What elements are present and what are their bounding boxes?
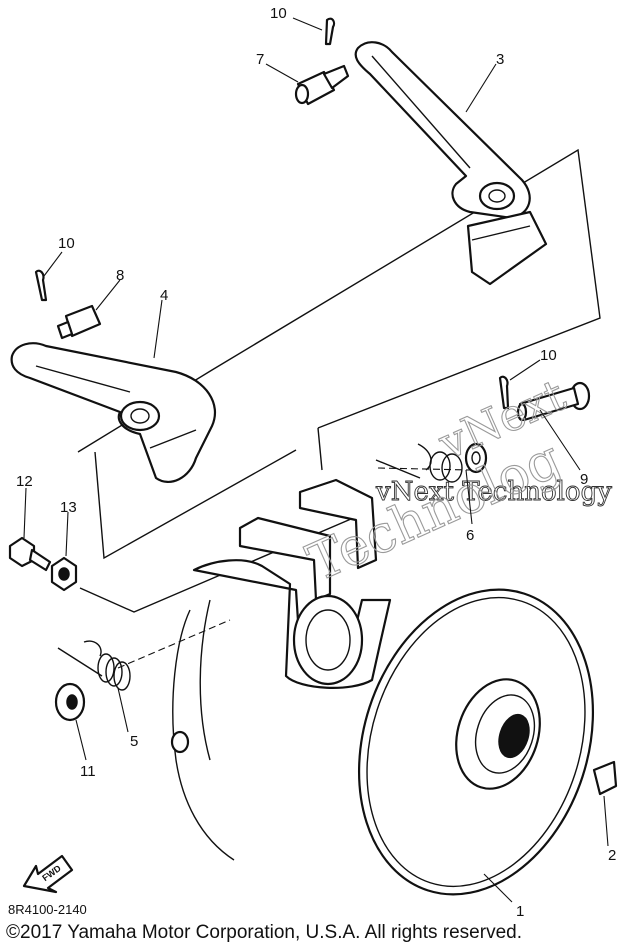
part-3-arm <box>354 41 548 286</box>
callout-10: 10 <box>540 347 557 364</box>
part-8-pin <box>56 304 102 340</box>
callout-10: 10 <box>270 5 287 22</box>
callout-11: 11 <box>80 763 96 780</box>
callout-10: 10 <box>58 235 75 252</box>
callouts: 1 2 3 4 5 6 7 8 9 10 10 10 11 12 13 <box>16 5 616 920</box>
callout-13: 13 <box>60 499 77 516</box>
watermark: vNext Technology vNext Technolog <box>298 369 612 594</box>
callout-8: 8 <box>116 267 124 284</box>
part-10-cotter-pin <box>324 17 336 46</box>
leader-lines <box>23 17 609 903</box>
bracket-housing <box>170 478 392 861</box>
part-6-spring <box>375 442 488 483</box>
part-11-washer <box>54 682 86 722</box>
part-1-disc <box>357 588 595 896</box>
callout-3: 3 <box>496 51 504 68</box>
part-10-cotter-pin <box>498 375 510 410</box>
callout-1: 1 <box>516 903 524 920</box>
callout-2: 2 <box>608 847 616 864</box>
callout-4: 4 <box>160 287 168 304</box>
callout-9: 9 <box>580 471 588 488</box>
fwd-arrow-icon <box>22 854 74 894</box>
callout-12: 12 <box>16 473 33 490</box>
part-5-spring <box>57 640 131 691</box>
part-12-bolt <box>8 536 52 572</box>
callout-6: 6 <box>466 527 474 544</box>
part-13-nut <box>50 556 78 592</box>
part-7-pin <box>294 64 350 106</box>
part-10-cotter-pin <box>34 269 48 302</box>
part-9-pin <box>516 381 591 422</box>
part-4-arm <box>10 342 217 484</box>
callout-5: 5 <box>130 733 138 750</box>
drawing-code: 8R4100-2140 <box>8 902 87 917</box>
watermark-line: vNext Technology <box>375 477 612 507</box>
callout-7: 7 <box>256 51 264 68</box>
copyright-notice: ©2017 Yamaha Motor Corporation, U.S.A. A… <box>6 922 522 943</box>
part-2-key <box>592 760 618 796</box>
